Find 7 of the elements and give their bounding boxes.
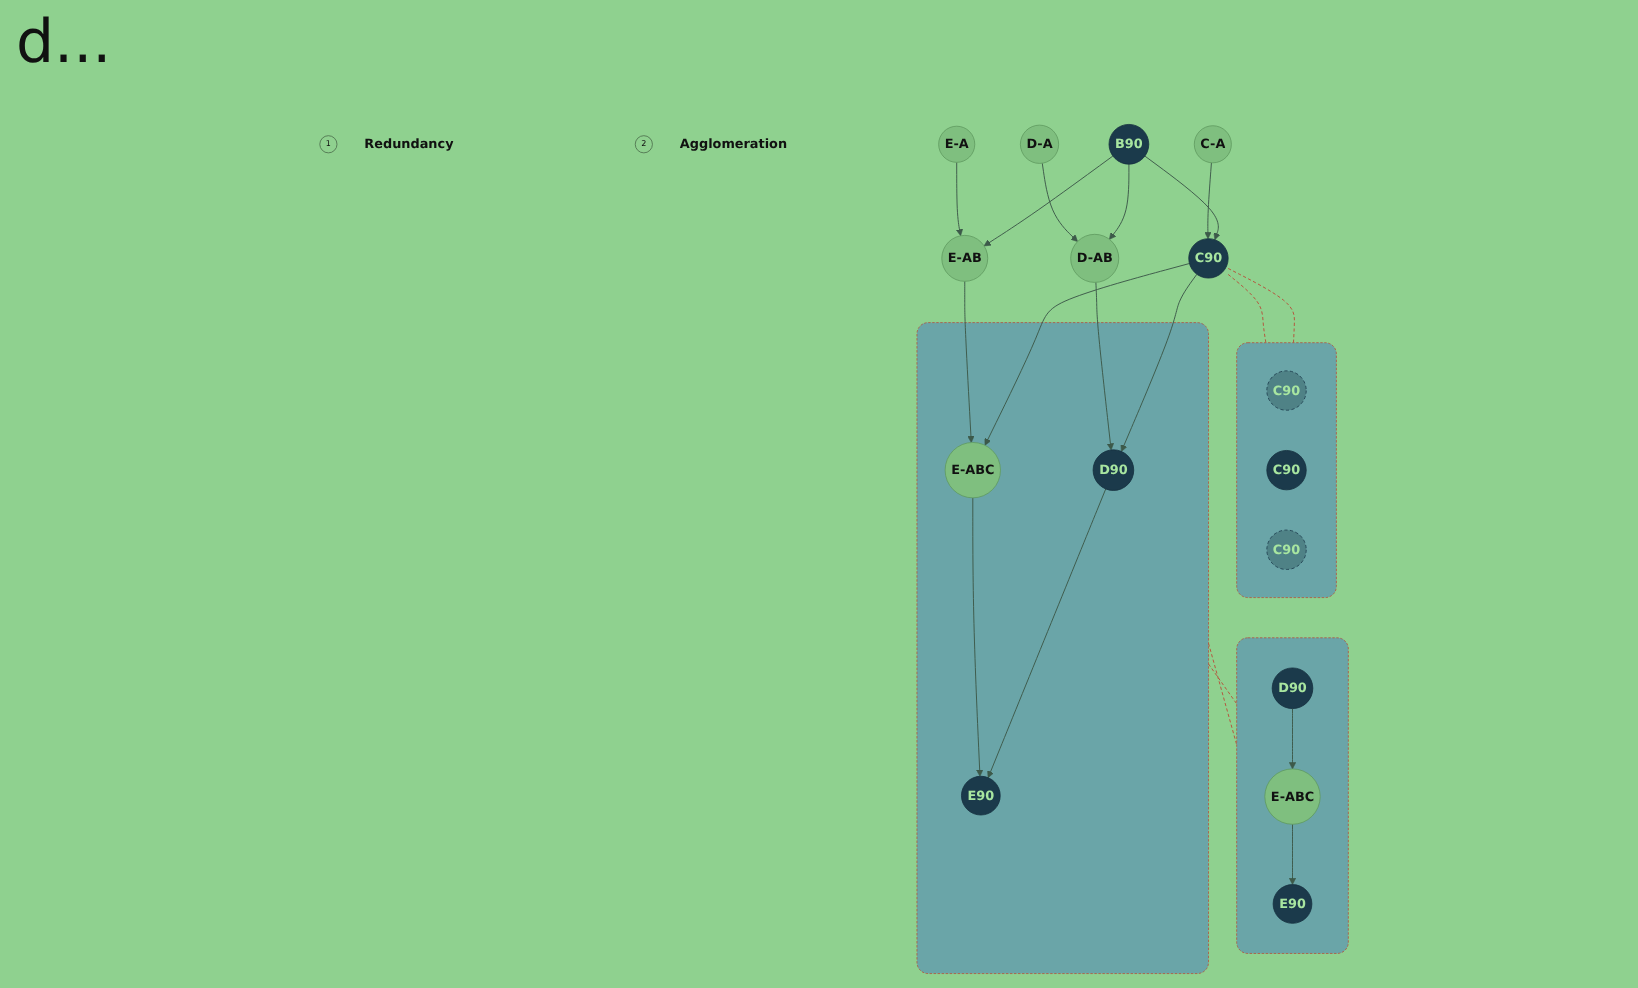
connector xyxy=(1227,273,1267,344)
connector xyxy=(1227,267,1295,344)
connector xyxy=(1208,663,1238,705)
cluster xyxy=(1236,342,1337,598)
cluster xyxy=(916,322,1209,974)
heading-text: d... xyxy=(16,8,112,78)
cluster xyxy=(1236,637,1349,954)
